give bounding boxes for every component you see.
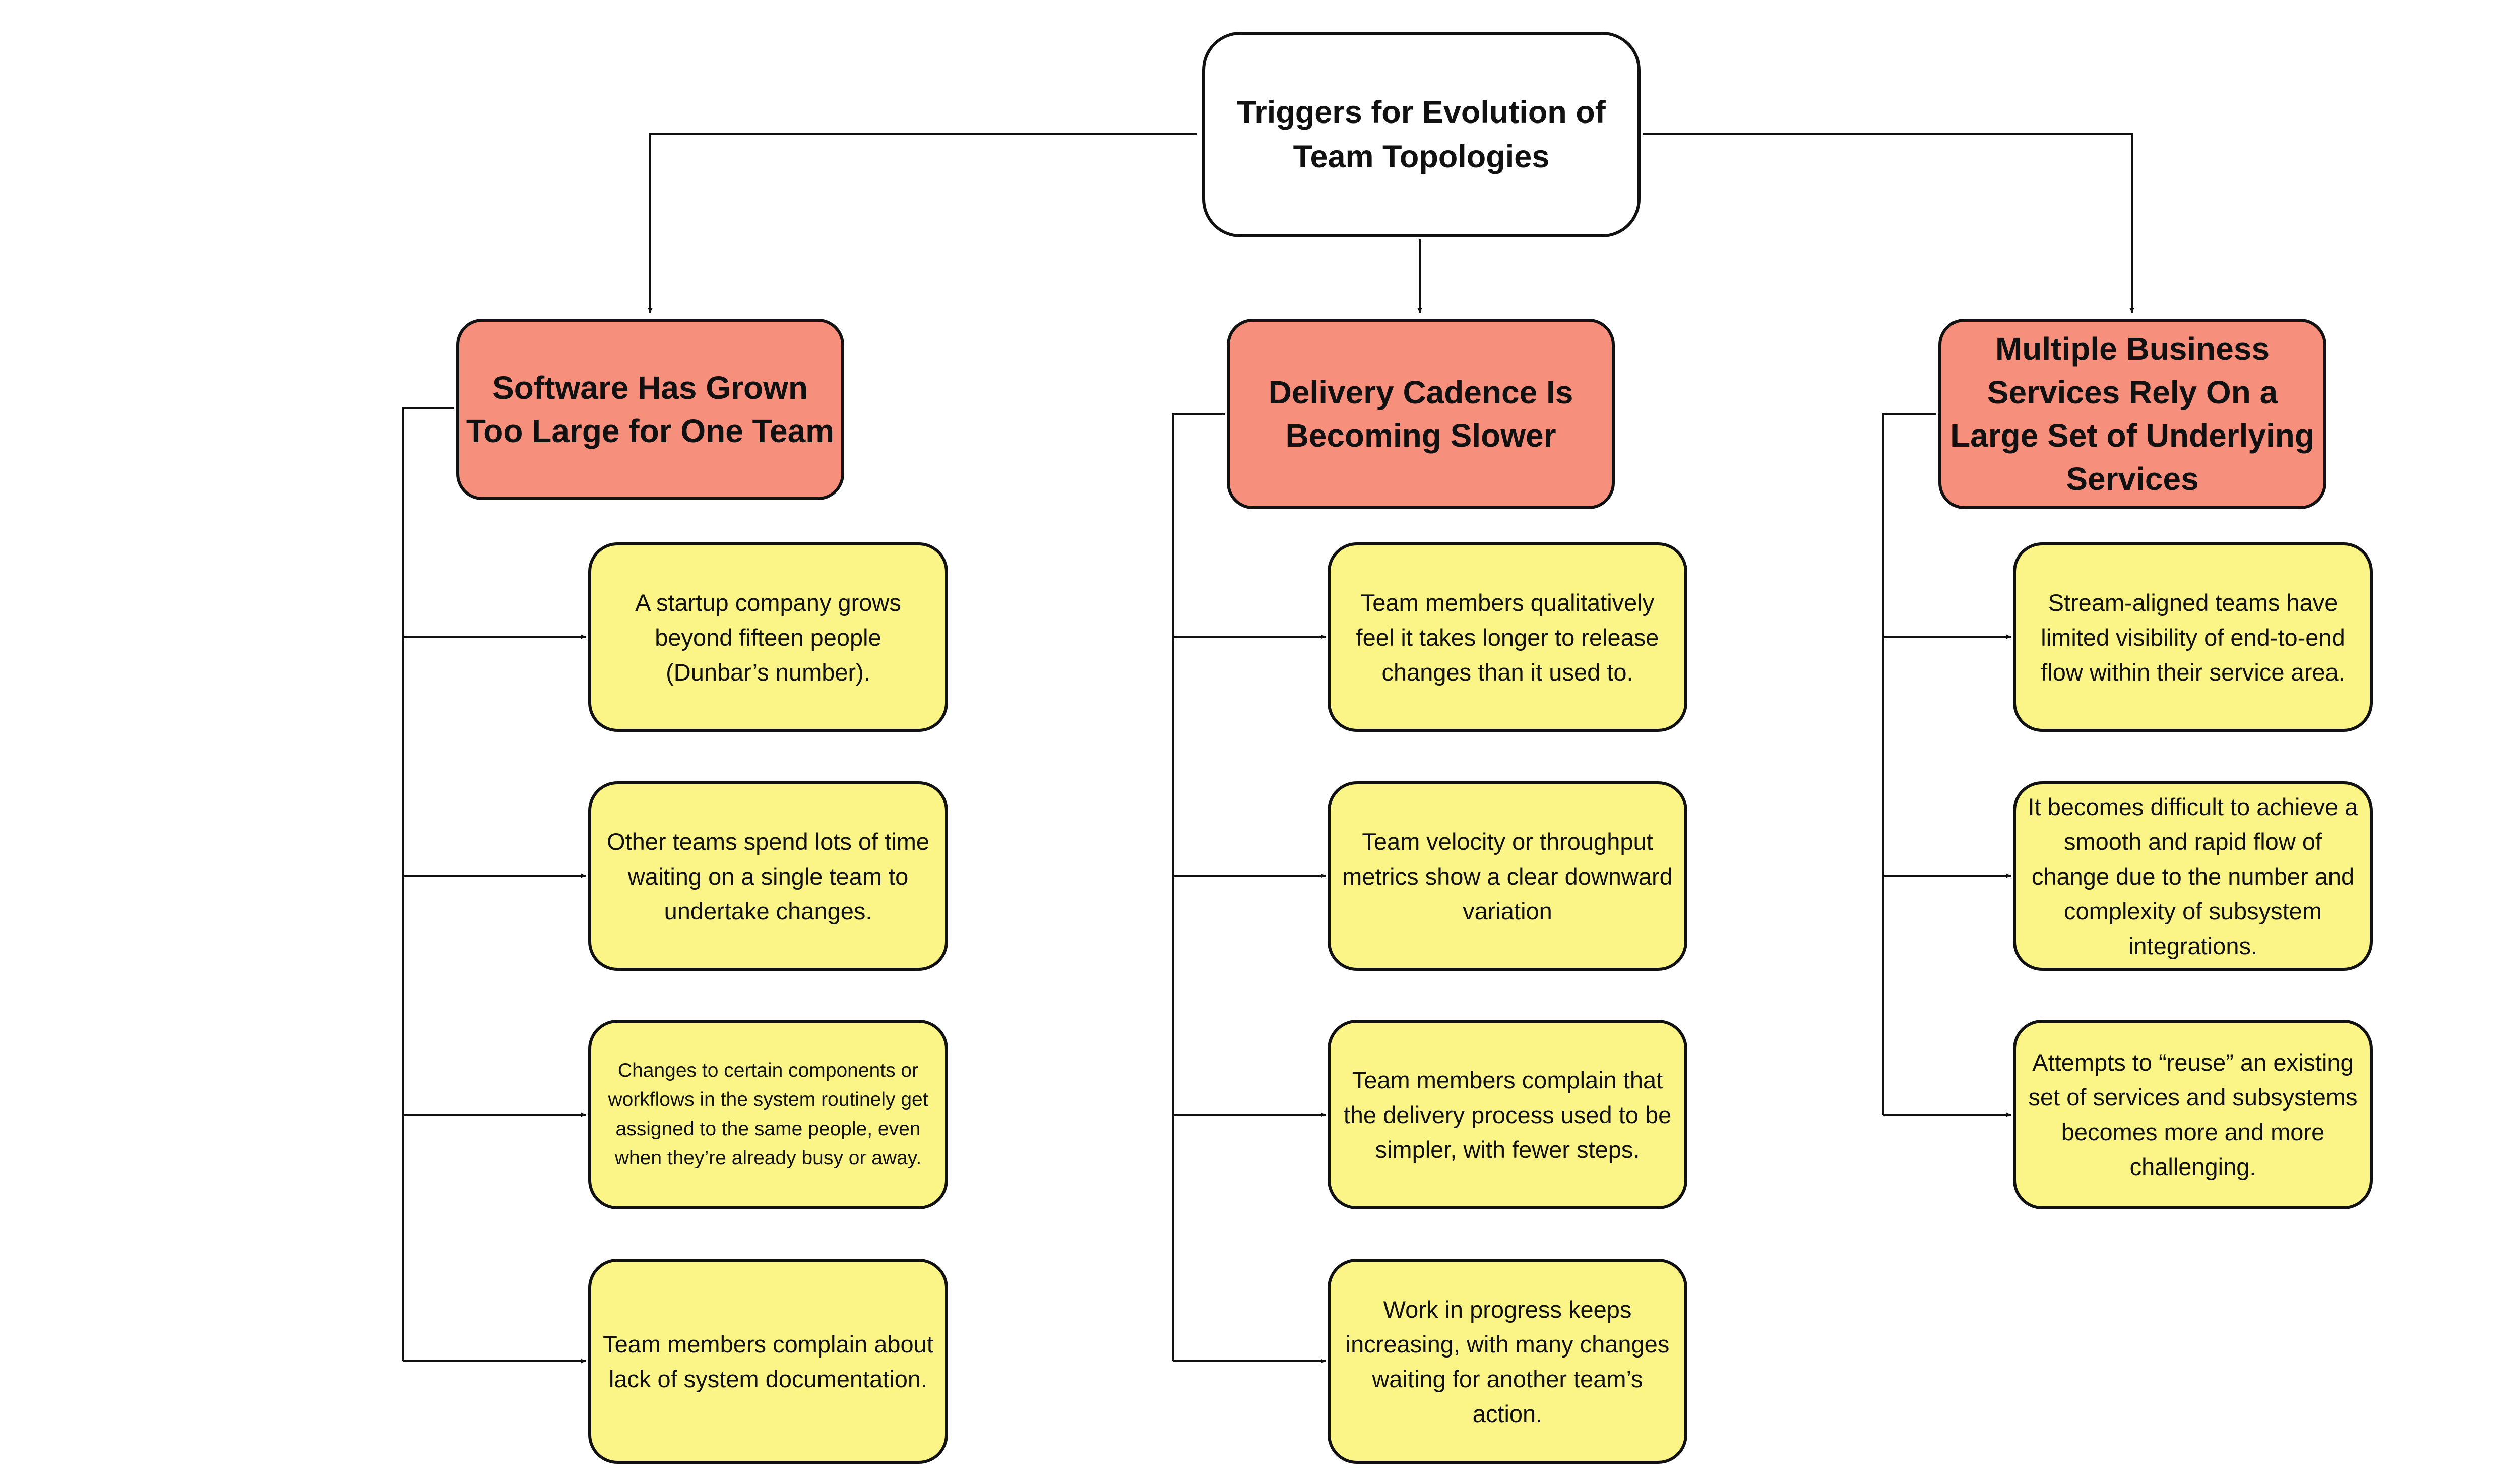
connector-root-to-trigger-1	[648, 133, 1197, 313]
sign-text: Team members complain about lack of syst…	[603, 1330, 933, 1392]
sign-text: Other teams spend lots of time waiting o…	[606, 828, 929, 924]
sign-card: It becomes difficult to achieve a smooth…	[2013, 781, 2373, 971]
root-label: Triggers for Evolution of Team Topologie…	[1237, 95, 1606, 174]
trigger-software-too-large: Software Has Grown Too Large for One Tea…	[456, 319, 844, 500]
sign-card: A startup company grows beyond fifteen p…	[588, 542, 948, 732]
spine-trigger-1	[402, 407, 454, 1361]
sign-card: Work in progress keeps increasing, with …	[1328, 1259, 1687, 1464]
sign-card: Stream-aligned teams have limited visibi…	[2013, 542, 2373, 732]
sign-card: Team members qualitatively feel it takes…	[1328, 542, 1687, 732]
trigger-delivery-cadence-slower: Delivery Cadence Is Becoming Slower	[1227, 319, 1615, 509]
sign-text: A startup company grows beyond fifteen p…	[635, 589, 901, 686]
sign-card: Other teams spend lots of time waiting o…	[588, 781, 948, 971]
sign-text: Changes to certain components or workflo…	[608, 1060, 928, 1169]
sign-card: Attempts to “reuse” an existing set of s…	[2013, 1020, 2373, 1209]
sign-card: Changes to certain components or workflo…	[588, 1020, 948, 1209]
trigger-label: Software Has Grown Too Large for One Tea…	[466, 369, 835, 449]
sign-text: Team members qualitatively feel it takes…	[1356, 589, 1659, 686]
sign-card: Team members complain about lack of syst…	[588, 1259, 948, 1464]
sign-card: Team velocity or throughput metrics show…	[1328, 781, 1687, 971]
connector-root-to-trigger-3	[1643, 133, 2134, 313]
sign-text: Stream-aligned teams have limited visibi…	[2041, 589, 2345, 686]
root-node: Triggers for Evolution of Team Topologie…	[1202, 32, 1641, 237]
sign-text: Attempts to “reuse” an existing set of s…	[2028, 1049, 2358, 1180]
sign-text: It becomes difficult to achieve a smooth…	[2028, 793, 2358, 959]
trigger-label: Delivery Cadence Is Becoming Slower	[1268, 374, 1573, 454]
trigger-multiple-business-services: Multiple Business Services Rely On a Lar…	[1938, 319, 2326, 509]
sign-text: Team velocity or throughput metrics show…	[1342, 828, 1673, 924]
sign-text: Team members complain that the delivery …	[1343, 1066, 1672, 1163]
sign-card: Team members complain that the delivery …	[1328, 1020, 1687, 1209]
spine-trigger-3	[1882, 413, 1936, 1115]
spine-trigger-2	[1172, 413, 1225, 1361]
sign-text: Work in progress keeps increasing, with …	[1345, 1296, 1670, 1427]
trigger-label: Multiple Business Services Rely On a Lar…	[1950, 331, 2314, 497]
